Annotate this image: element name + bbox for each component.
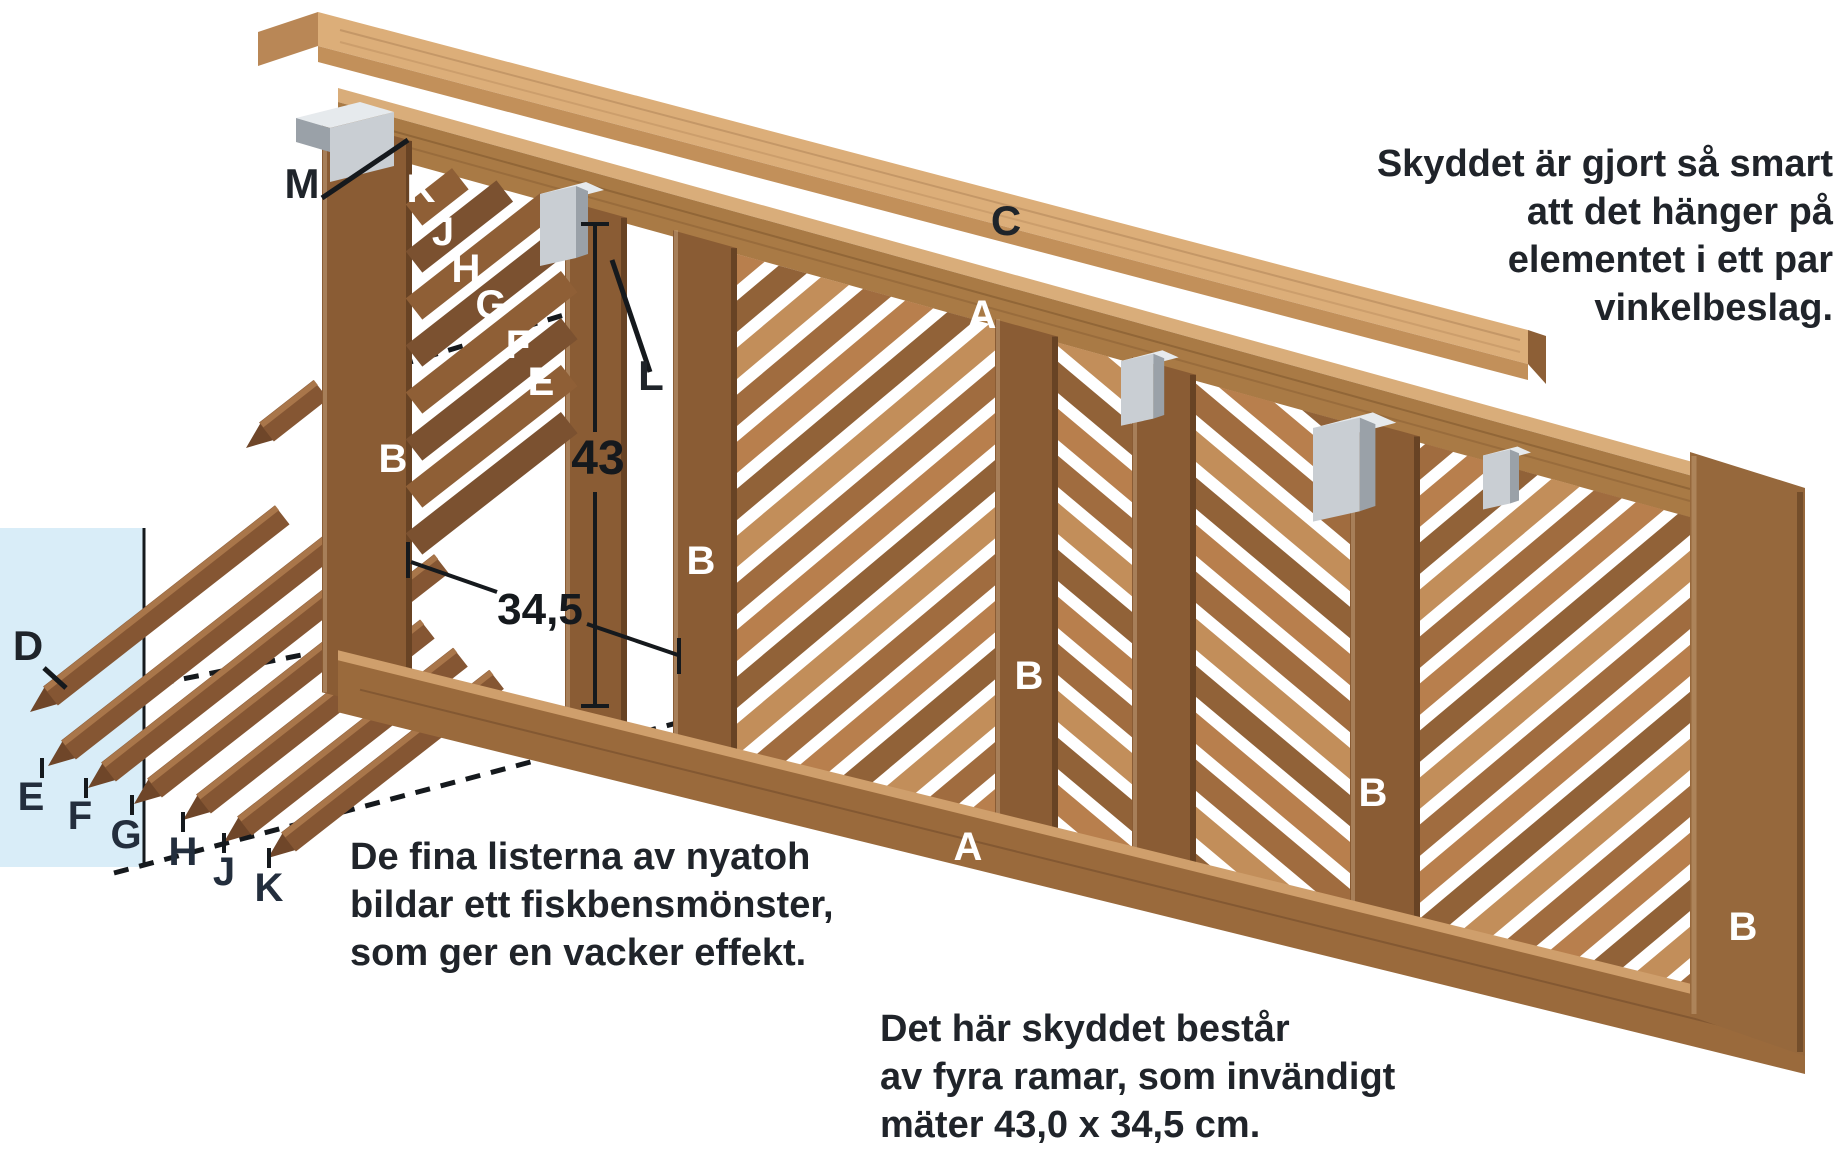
caption-line: De fina listerna av nyatoh <box>350 836 811 878</box>
part-label-e-frame: E <box>528 360 555 404</box>
part-label-k-frame: K <box>407 167 436 211</box>
part-label-g-frame: G <box>475 283 506 327</box>
part-label-j-detail: J <box>213 850 235 894</box>
part-label-b-5: B <box>1729 905 1758 949</box>
caption-bottom: Det här skyddet består av fyra ramar, so… <box>880 1005 1500 1149</box>
part-label-c: C <box>991 197 1021 244</box>
part-label-f-frame: F <box>506 323 530 367</box>
caption-line: mäter 43,0 x 34,5 cm. <box>880 1104 1261 1146</box>
part-label-g-detail: G <box>110 813 141 857</box>
caption-line: att det hänger på <box>1526 191 1833 233</box>
caption-line: av fyra ramar, som invändigt <box>880 1056 1396 1098</box>
part-label-h-frame: H <box>452 247 481 291</box>
part-label-h-detail: H <box>169 830 198 874</box>
part-label-l: L <box>638 352 664 399</box>
caption-line: Det här skyddet består <box>880 1008 1290 1050</box>
part-label-b-2: B <box>687 539 716 583</box>
part-label-j-frame: J <box>432 210 454 254</box>
caption-line: vinkelbeslag. <box>1594 287 1833 329</box>
part-label-f-detail: F <box>68 794 92 838</box>
part-labels: M C L D 43 34,5 K J H G F E B B B B B A … <box>13 160 1758 949</box>
dimension-height-43: 43 <box>571 432 624 485</box>
caption-line: elementet i ett par <box>1507 239 1833 281</box>
caption-line: som ger en vacker effekt. <box>350 932 807 974</box>
part-label-a-top: A <box>968 293 997 337</box>
caption-line: Skyddet är gjort så smart <box>1376 143 1833 185</box>
part-label-b-3: B <box>1015 654 1044 698</box>
part-label-b-4: B <box>1359 771 1388 815</box>
part-label-k-detail: K <box>255 866 284 910</box>
dimension-width-34-5: 34,5 <box>497 585 583 634</box>
part-label-e-detail: E <box>18 775 45 819</box>
part-label-m: M <box>285 160 320 207</box>
part-label-b-1: B <box>379 437 408 481</box>
part-label-d: D <box>13 622 43 669</box>
part-label-a-bottom: A <box>954 825 983 869</box>
caption-mid-left: De fina listerna av nyatoh bildar ett fi… <box>350 833 910 977</box>
caption-top-right: Skyddet är gjort så smart att det hänger… <box>1213 140 1833 332</box>
caption-line: bildar ett fiskbensmönster, <box>350 884 834 926</box>
